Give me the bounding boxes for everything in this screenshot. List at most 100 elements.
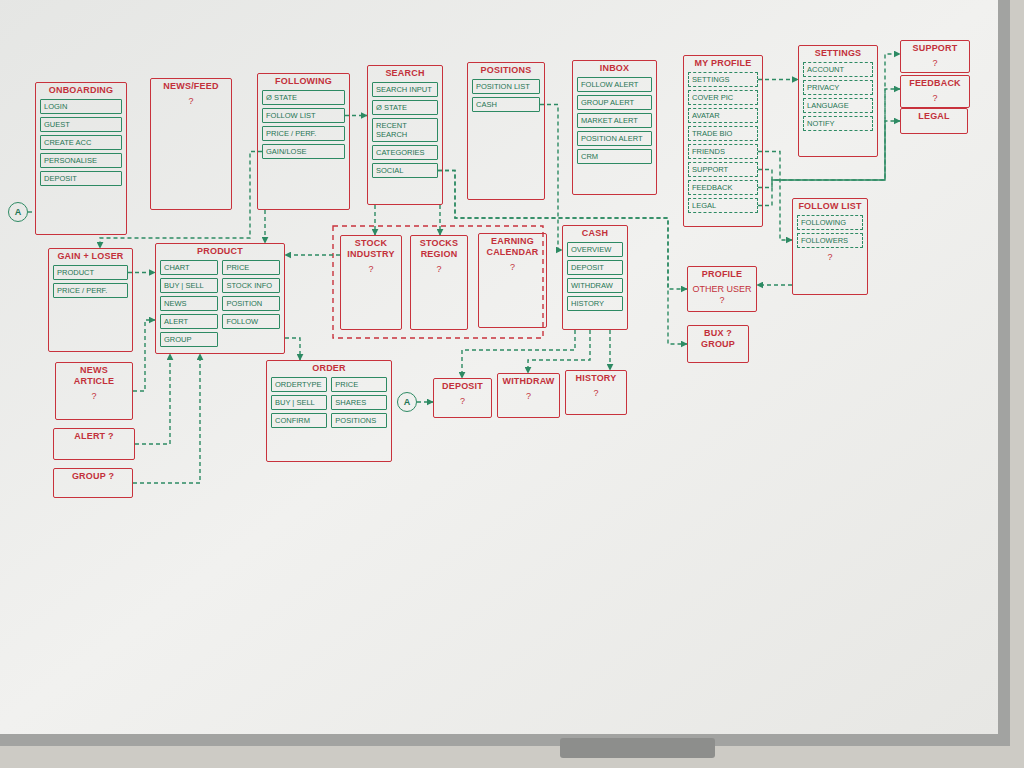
component-label: CATEGORIES	[376, 148, 434, 157]
component-box: POSITION ALERT	[577, 131, 652, 146]
flow-connector	[100, 152, 262, 249]
flow-connector	[133, 354, 200, 483]
component-label: HISTORY	[571, 299, 619, 308]
connector-circle: A	[397, 392, 417, 412]
component-box: LOGIN	[40, 99, 122, 114]
screen-title: A	[15, 207, 22, 218]
placeholder-text: ?	[438, 396, 487, 407]
component-label: GROUP	[164, 335, 214, 344]
screen-box: DEPOSIT?	[433, 378, 492, 418]
component-box: STOCK INFO	[222, 278, 280, 293]
component-box: CATEGORIES	[372, 145, 438, 160]
component-label: PRICE / PERF.	[266, 129, 341, 138]
screen-title: NEWS ARTICLE	[60, 365, 128, 387]
component-label: GROUP ALERT	[581, 98, 648, 107]
screen-title: POSITIONS	[472, 65, 540, 76]
screen-title: SEARCH	[372, 68, 438, 79]
component-label: PRICE / PERF.	[57, 286, 124, 295]
screen-title: DEPOSIT	[438, 381, 487, 392]
component-label: SUPPORT	[692, 165, 754, 174]
component-label: Ø STATE	[266, 93, 341, 102]
component-label: PRIVACY	[807, 83, 869, 92]
component-list: CHARTPRICEBUY | SELLSTOCK INFONEWSPOSITI…	[160, 260, 280, 350]
component-label: PRICE	[226, 263, 276, 272]
component-box: PERSONALISE	[40, 153, 122, 168]
component-label: FOLLOW	[226, 317, 276, 326]
component-label: AVATAR	[692, 111, 754, 120]
component-label: CHART	[164, 263, 214, 272]
flow-connector	[438, 171, 687, 345]
component-box: AVATAR	[688, 108, 758, 123]
flow-connector	[609, 330, 610, 370]
component-label: CASH	[476, 100, 536, 109]
component-list: ORDERTYPEPRICEBUY | SELLSHARESCONFIRMPOS…	[271, 377, 387, 431]
screen-box: POSITIONSPOSITION LISTCASH	[467, 62, 545, 200]
component-label: SOCIAL	[376, 166, 434, 175]
component-box: CREATE ACC	[40, 135, 122, 150]
component-box: FRIENDS	[688, 144, 758, 159]
component-label: RECENT SEARCH	[376, 121, 434, 139]
component-box: LEGAL	[688, 198, 758, 213]
flow-connector	[439, 205, 440, 235]
flow-connector	[758, 89, 900, 188]
flow-connector	[528, 330, 590, 373]
component-label: ACCOUNT	[807, 65, 869, 74]
component-box: SHARES	[331, 395, 387, 410]
screen-title: SETTINGS	[803, 48, 873, 59]
component-label: COVER PIC	[692, 93, 754, 102]
component-label: CREATE ACC	[44, 138, 118, 147]
component-box: ORDERTYPE	[271, 377, 327, 392]
screen-title: HISTORY	[570, 373, 622, 384]
screen-box: SETTINGSACCOUNTPRIVACYLANGUAGENOTIFY	[798, 45, 878, 157]
placeholder-text: ?	[345, 264, 397, 275]
component-box: ACCOUNT	[803, 62, 873, 77]
component-box: FOLLOW ALERT	[577, 77, 652, 92]
screen-title: MY PROFILE	[688, 58, 758, 69]
component-label: FOLLOWING	[801, 218, 859, 227]
screen-title: STOCK INDUSTRY	[345, 238, 397, 260]
component-label: GAIN/LOSE	[266, 147, 341, 156]
component-label: BUY | SELL	[164, 281, 214, 290]
component-label: PRICE	[335, 380, 383, 389]
component-list: SEARCH INPUTØ STATERECENT SEARCHCATEGORI…	[372, 82, 438, 178]
placeholder-text: ?	[905, 93, 965, 104]
screen-title: ONBOARDING	[40, 85, 122, 96]
flow-connector	[758, 152, 792, 241]
placeholder-text: ?	[570, 388, 622, 399]
screen-box: SEARCH SEARCH INPUTØ STATERECENT SEARCHCA…	[367, 65, 443, 205]
screen-box: NEWS ARTICLE?	[55, 362, 133, 420]
screen-title: INBOX	[577, 63, 652, 74]
flow-connector	[540, 105, 562, 251]
screen-box: MY PROFILESETTINGSCOVER PICAVATARTRADE B…	[683, 55, 763, 227]
component-list: FOLLOW ALERTGROUP ALERTMARKET ALERTPOSIT…	[577, 77, 652, 164]
component-box: CONFIRM	[271, 413, 327, 428]
component-label: FOLLOW ALERT	[581, 80, 648, 89]
screen-title: PROFILE	[692, 269, 752, 280]
component-label: GUEST	[44, 120, 118, 129]
component-label: SETTINGS	[692, 75, 754, 84]
component-label: SHARES	[335, 398, 383, 407]
component-label: LEGAL	[692, 201, 754, 210]
component-box: SUPPORT	[688, 162, 758, 177]
placeholder-text: ?	[155, 96, 227, 107]
screen-box: WITHDRAW?	[497, 373, 560, 418]
flow-connector	[285, 338, 300, 360]
screen-title: A	[404, 397, 411, 408]
component-label: FOLLOW LIST	[266, 111, 341, 120]
placeholder-text: ?	[415, 264, 463, 275]
component-box: DEPOSIT	[567, 260, 623, 275]
component-box: FOLLOWING	[797, 215, 863, 230]
component-label: PERSONALISE	[44, 156, 118, 165]
screen-box: EARNING CALENDAR?	[478, 233, 547, 328]
flow-connector	[374, 205, 375, 235]
component-box: SOCIAL	[372, 163, 438, 178]
component-box: COVER PIC	[688, 90, 758, 105]
component-box: BUY | SELL	[160, 278, 218, 293]
component-label: ORDERTYPE	[275, 380, 323, 389]
component-label: FEEDBACK	[692, 183, 754, 192]
component-box: POSITION	[222, 296, 280, 311]
screen-title: NEWS/FEED	[155, 81, 227, 92]
flow-connector	[462, 330, 575, 378]
flow-connector	[133, 320, 155, 391]
